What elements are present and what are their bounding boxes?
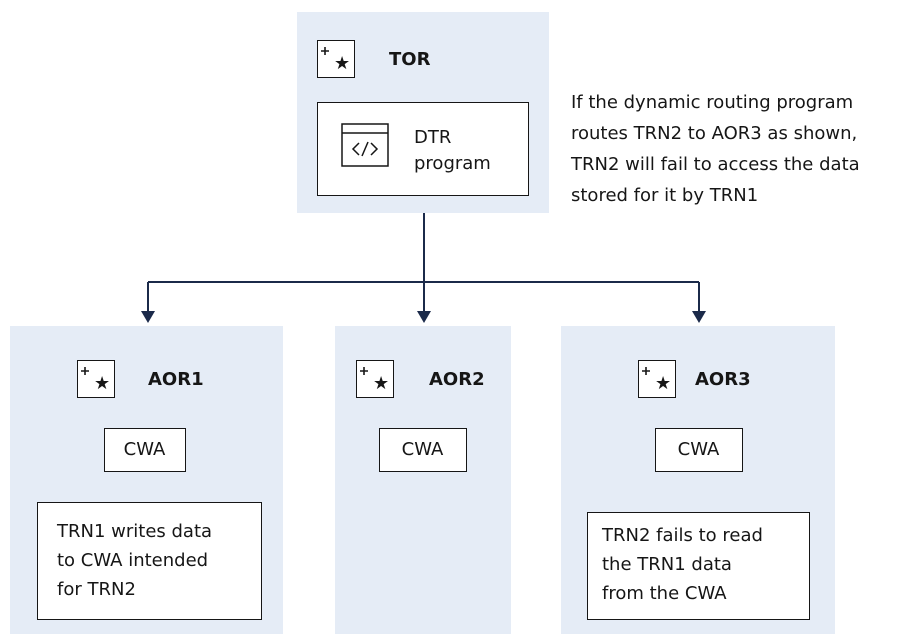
svg-text:★: ★: [334, 53, 350, 74]
aor2-region: ★ AOR2 CWA: [335, 326, 511, 634]
aor2-arrowhead: [417, 311, 431, 323]
dtr-program-box: DTR program: [317, 102, 529, 196]
routing-note: If the dynamic routing program routes TR…: [571, 92, 860, 206]
aor3-title: AOR3: [695, 369, 751, 390]
aor3-cwa-box: CWA: [655, 428, 743, 472]
tor-region-icon: ★: [317, 40, 355, 78]
aor1-arrowhead: [141, 311, 155, 323]
aor1-note-box: TRN1 writes data to CWA intended for TRN…: [37, 502, 262, 620]
aor2-cwa-label: CWA: [401, 439, 444, 460]
aor3-arrowhead: [692, 311, 706, 323]
aor3-region: ★ AOR3 CWA TRN2 fails to read the TRN1 d…: [561, 326, 835, 634]
svg-text:★: ★: [373, 373, 389, 394]
aor1-cwa-box: CWA: [104, 428, 186, 472]
dtr-program-label: DTR program: [414, 127, 491, 174]
aor2-title: AOR2: [429, 369, 485, 390]
aor1-title: AOR1: [148, 369, 204, 390]
svg-text:★: ★: [94, 373, 110, 394]
aor3-note-box: TRN2 fails to read the TRN1 data from th…: [587, 512, 810, 620]
aor3-region-icon: ★: [638, 360, 676, 398]
tor-region: ★ TOR DTR program: [297, 12, 549, 213]
aor3-cwa-label: CWA: [677, 439, 720, 460]
svg-text:★: ★: [655, 373, 671, 394]
code-program-icon: [341, 123, 389, 167]
aor2-cwa-box: CWA: [379, 428, 467, 472]
aor1-cwa-label: CWA: [123, 439, 166, 460]
aor2-region-icon: ★: [356, 360, 394, 398]
aor1-region-icon: ★: [77, 360, 115, 398]
aor1-note-text: TRN1 writes data to CWA intended for TRN…: [57, 521, 213, 600]
aor1-region: ★ AOR1 CWA TRN1 writes data to CWA inten…: [10, 326, 283, 634]
aor3-note-text: TRN2 fails to read the TRN1 data from th…: [602, 525, 763, 604]
tor-title: TOR: [389, 49, 431, 70]
